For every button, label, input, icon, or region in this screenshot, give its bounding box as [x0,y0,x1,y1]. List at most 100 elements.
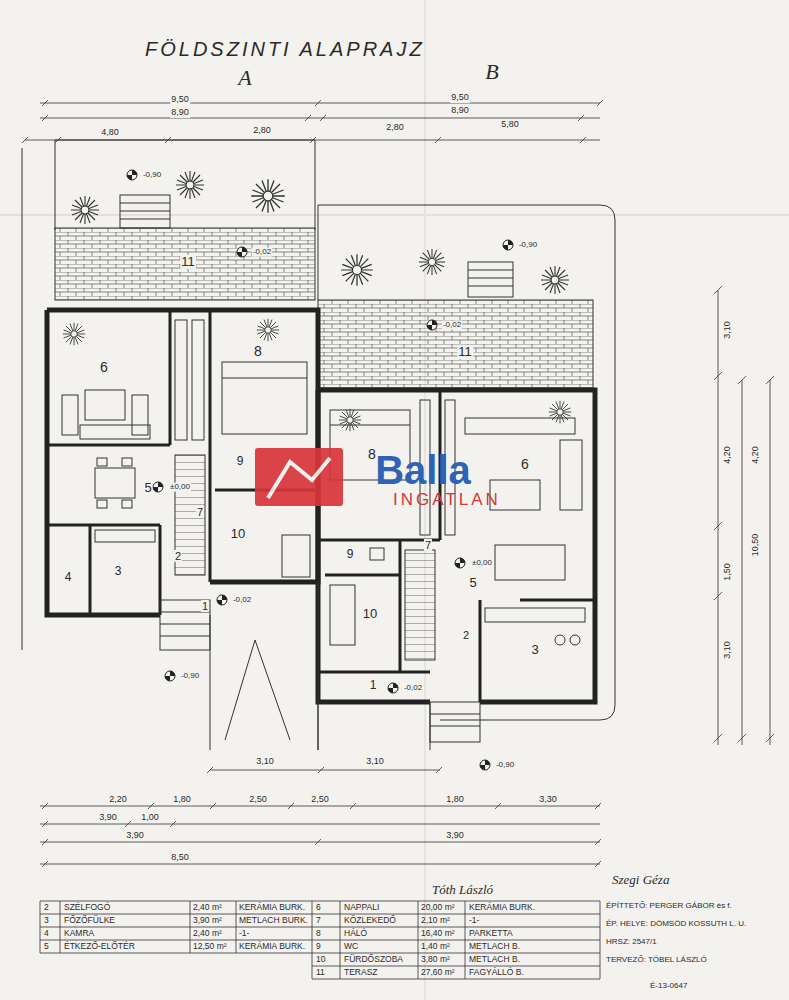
title-block-note: HRSZ: 2547/1 [606,938,657,947]
dimension: 9,50 [170,95,190,105]
table-cell: METLACH BURK. [239,916,308,925]
level-mark: -0,02 [403,684,423,693]
table-cell: 2,10 m² [421,916,450,925]
title-block-note: TERVEZŐ: TÓBEL LÁSZLÓ [606,956,707,965]
room-number: 11 [457,345,473,359]
dimension: 4,20 [723,445,733,465]
watermark-sub: INGATLAN [393,491,501,510]
dimension: 8,90 [450,106,470,116]
level-mark: -0,02 [252,248,272,257]
table-cell: 16,40 m² [421,929,455,938]
table-cell: 3,90 m² [193,916,222,925]
table-cell: 3,80 m² [421,955,450,964]
dimension: 2,80 [252,126,272,136]
table-cell: 2 [44,903,49,912]
room-number: 4 [64,571,73,584]
dimension: 3,10 [255,757,275,767]
dimension: 2,50 [310,795,330,805]
signature: Szegi Géza [612,873,669,887]
table-cell: TERASZ [344,968,378,977]
table-cell: 1,40 m² [421,942,450,951]
level-mark: -0,90 [142,171,162,180]
room-number: 7 [424,539,432,551]
dimension: 10,50 [751,533,761,558]
table-cell: 10 [316,955,325,964]
room-number: 9 [346,548,355,561]
dimension: 5,80 [500,120,520,130]
dimension: 3,10 [723,640,733,660]
dimension: 4,80 [100,128,120,138]
dimension: 8,90 [170,108,190,118]
level-mark: -0,02 [232,596,252,605]
table-cell: KERÁMIA BURK. [239,903,305,912]
table-cell: KAMRA [64,929,94,938]
table-cell: -1- [239,929,249,938]
level-mark: -0,90 [518,241,538,250]
level-mark: -0,02 [442,321,462,330]
room-number: 2 [174,550,182,562]
table-cell: ÉTKEZŐ-ELŐTÉR [64,942,135,951]
table-cell: KERÁMIA BURK. [469,903,535,912]
table-cell: 2,40 m² [193,903,222,912]
dimension: 1,50 [723,562,733,582]
dimension: 8,50 [170,853,190,863]
table-cell: WC [344,942,358,951]
table-cell: HÁLÓ [344,929,367,938]
table-cell: KERÁMIA BURK. [239,942,305,951]
watermark-brand: Balla [375,448,471,492]
room-number: 1 [201,600,209,612]
room-number: 5 [468,576,477,590]
table-cell: 8 [316,929,321,938]
room-number: 3 [530,643,539,657]
room-number: 6 [520,457,530,472]
table-cell: 2,40 m² [193,929,222,938]
dimension: 3,30 [538,795,558,805]
level-mark: ±0,00 [471,559,493,568]
room-number: 10 [230,527,246,541]
grid-letter: B [484,60,499,84]
title-block-note: É-13-0647 [650,982,687,991]
table-cell: METLACH B. [469,942,520,951]
table-cell: SZÉLFOGÓ [64,903,110,912]
grid-letter: A [237,66,252,90]
table-cell: FAGYÁLLÓ B. [469,968,524,977]
room-number: 10 [362,607,378,621]
room-number: 5 [143,481,152,495]
dimension: 2,20 [108,795,128,805]
dimension: 4,20 [751,445,761,465]
room-number: 9 [236,455,245,468]
title-block-note: ÉP. HELYE: DÖMSÖD KOSSUTH L. U. [606,920,746,929]
level-mark: -0,90 [495,761,515,770]
table-cell: 4 [44,929,49,938]
table-cell: -1- [469,916,479,925]
table-cell: 5 [44,942,49,951]
table-cell: 6 [316,903,321,912]
room-number: 8 [253,344,263,359]
dimension: 1,80 [445,795,465,805]
dimension: 3,90 [98,813,118,823]
room-number: 7 [196,506,204,518]
table-cell: NAPPALI [344,903,379,912]
table-cell: 20,00 m² [421,903,455,912]
table-cell: PARKETTA [469,929,513,938]
room-number: 11 [180,255,196,269]
signature: Tóth László [432,883,493,897]
dimension: 9,50 [450,93,470,103]
room-number: 1 [369,679,378,692]
table-cell: 7 [316,916,321,925]
table-cell: 11 [316,968,325,977]
level-mark: -0,90 [180,672,200,681]
table-cell: FŐZŐFÜLKE [64,916,115,925]
room-number: 2 [462,629,470,641]
table-cell: METLACH B. [469,955,520,964]
dimension: 2,80 [385,123,405,133]
table-cell: 9 [316,942,321,951]
table-cell: 3 [44,916,49,925]
room-number: 6 [99,360,109,375]
table-cell: 27,60 m² [421,968,455,977]
dimension: 2,50 [248,795,268,805]
level-mark: ±0,00 [169,483,191,492]
room-number: 3 [114,565,123,578]
dimension: 3,90 [125,831,145,841]
title-block-note: ÉPÍTTETŐ: PERGER GÁBOR és f. [606,902,732,911]
